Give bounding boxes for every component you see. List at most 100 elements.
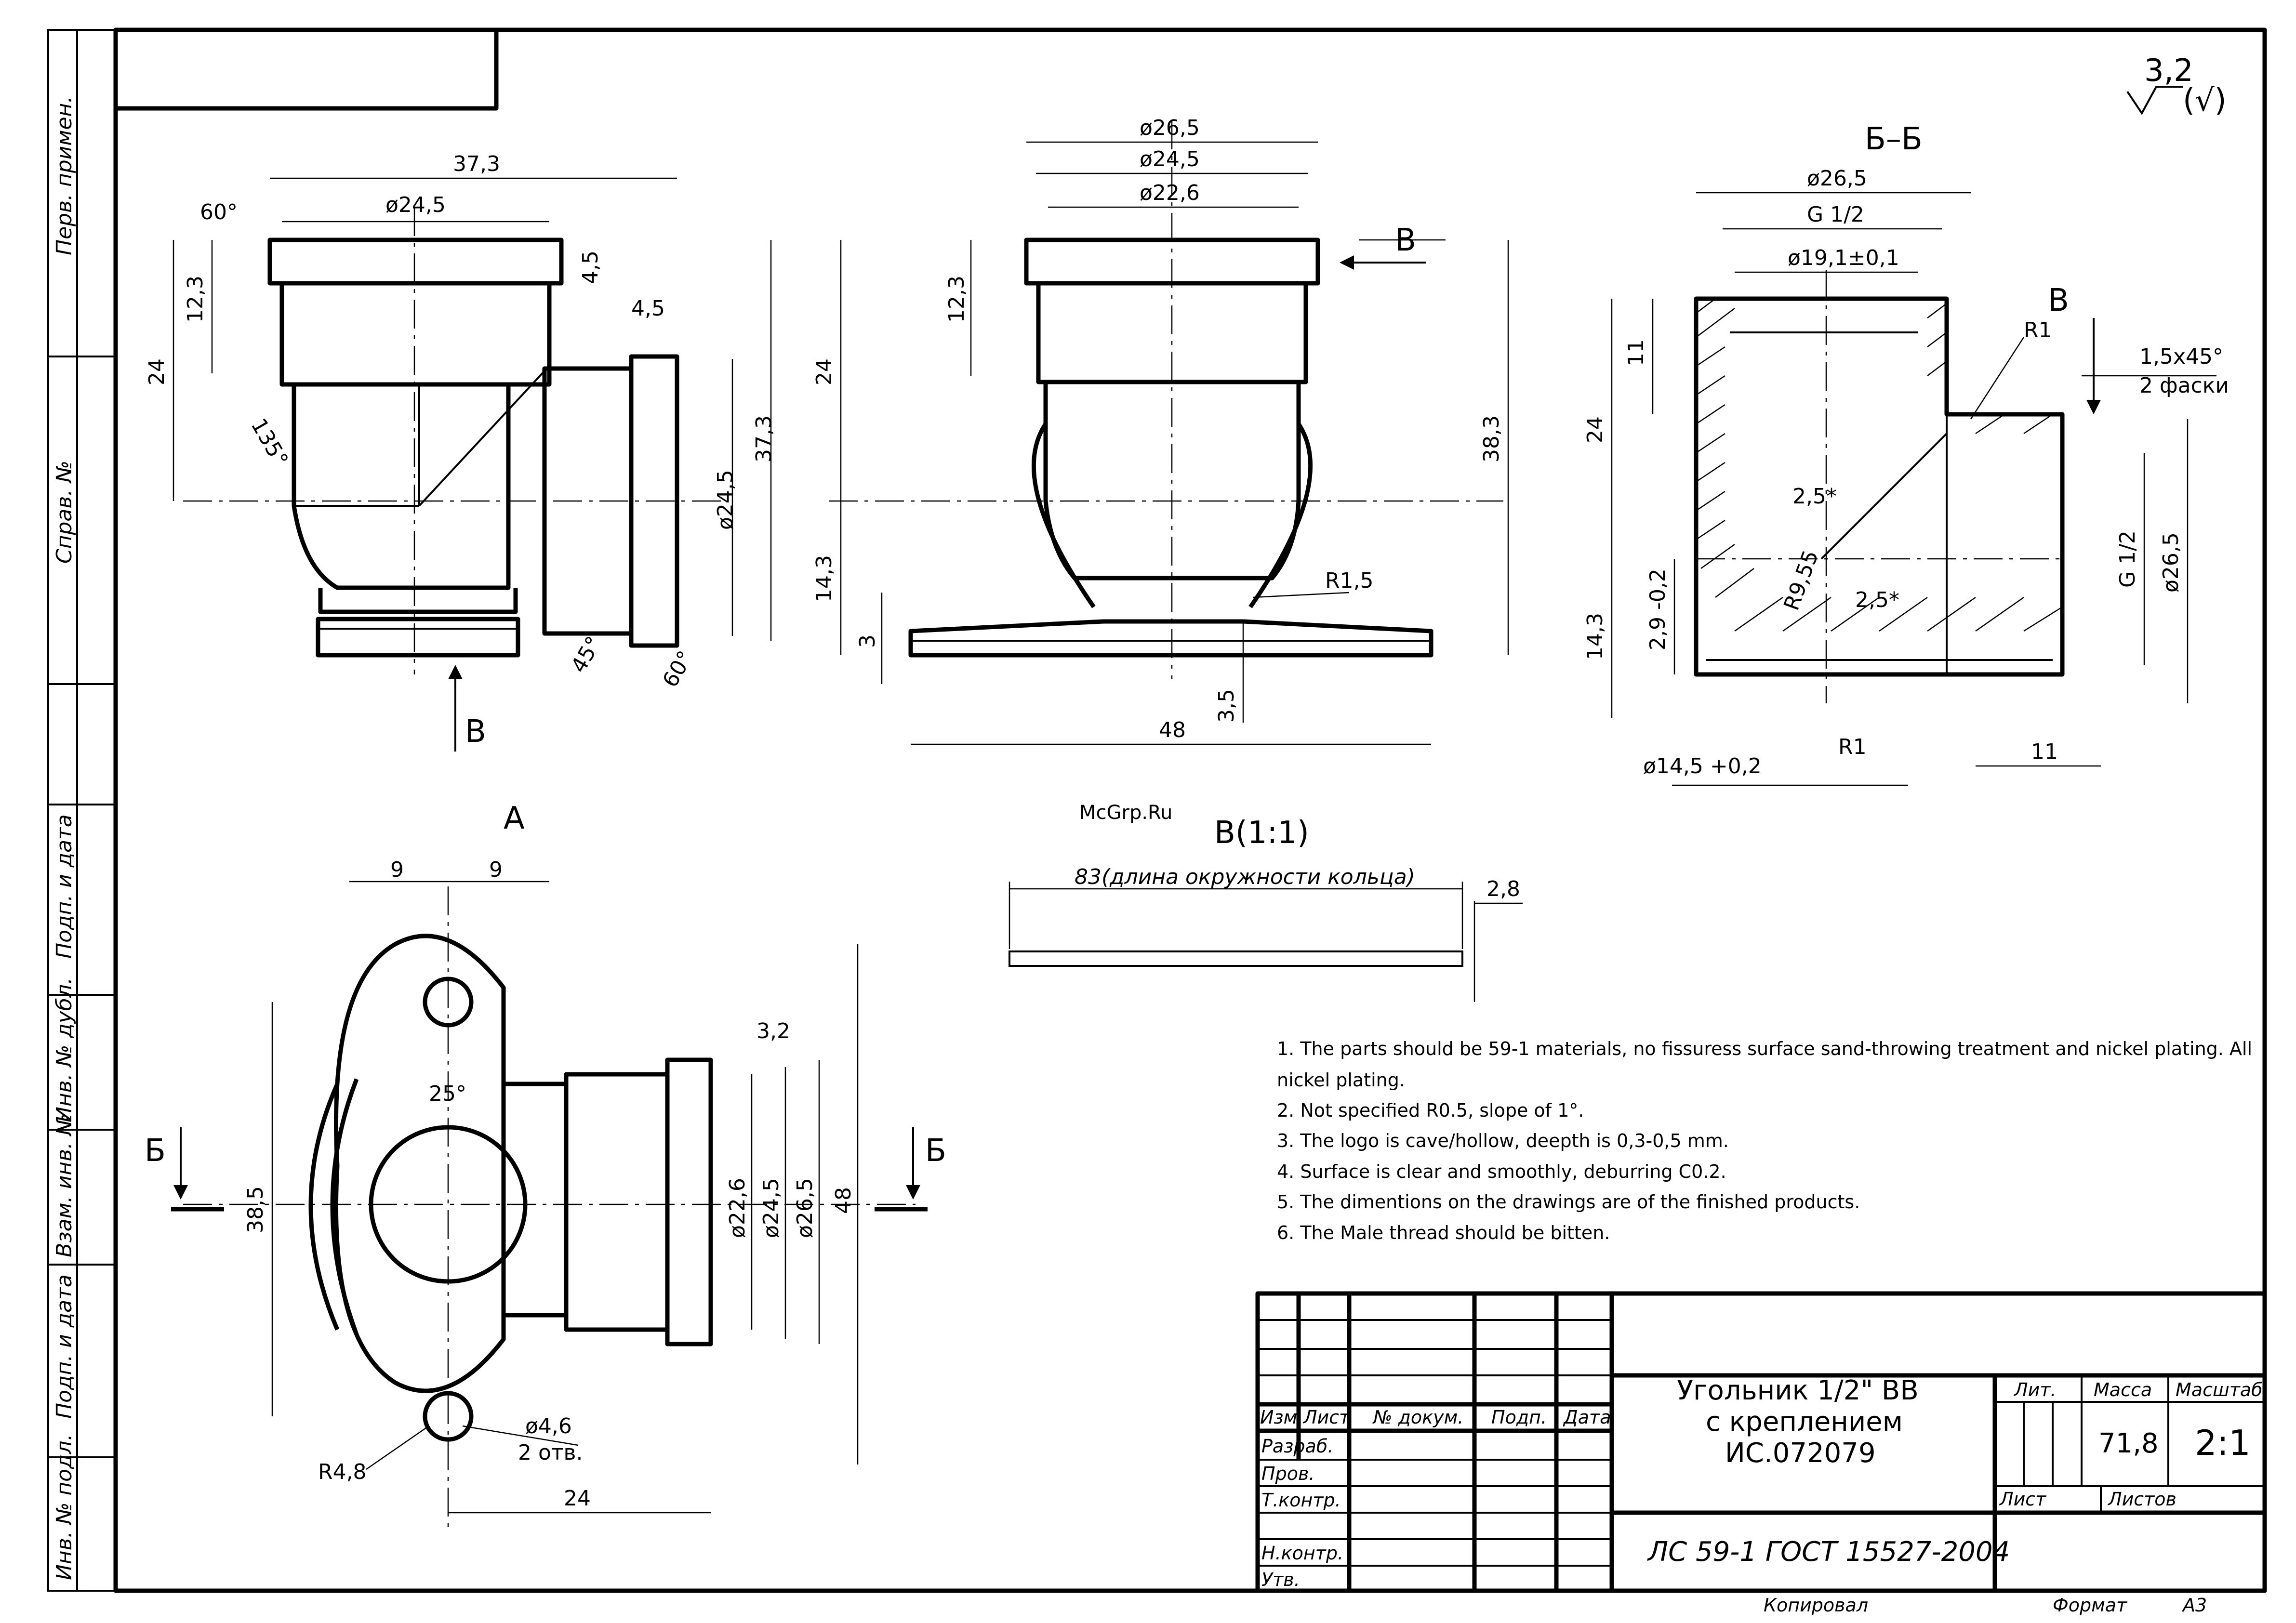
note-5: 5. The dimentions on the drawings are of…: [1277, 1191, 1860, 1213]
side-dim-6: 135°: [246, 414, 292, 471]
note-1: nickel plating.: [1277, 1069, 1405, 1091]
side-stamp-3: Инв. № дубл.: [52, 977, 77, 1122]
note-4: 4. Surface is clear and smoothly, deburr…: [1277, 1161, 1726, 1182]
side-stamp-0: Перв. примен.: [52, 96, 77, 255]
section-right-label: Б: [925, 1133, 946, 1169]
section-dim-15: ø14,5 +0,2: [1643, 754, 1762, 779]
material: ЛС 59-1 ГОСТ 15527-2004: [1647, 1536, 2010, 1568]
section-hatching: [1696, 298, 2063, 632]
col-header-0: Изм.: [1260, 1407, 1303, 1428]
sheet-label: Лист: [1999, 1489, 2047, 1510]
side-stamps: Перв. примен. Справ. № Подп. и дата Инв.…: [52, 96, 77, 1580]
section-dim-3: 11: [1624, 339, 1648, 366]
side-dim-10: 45°: [566, 632, 606, 677]
note-3: 3. The logo is cave/hollow, deepth is 0,…: [1277, 1130, 1729, 1151]
section-title: Б–Б: [1865, 121, 1923, 157]
title-line1: Угольник 1/2" ВВ: [1677, 1375, 1919, 1406]
front-dim-4: 24: [812, 358, 836, 385]
note-6: 6. The Male thread should be bitten.: [1277, 1222, 1610, 1243]
side-dim-0: 37,3: [453, 152, 500, 176]
section-dim-8: 2,5*: [1792, 484, 1837, 509]
format-label: Формат: [2053, 1595, 2128, 1616]
front-dim-8: R1,5: [1325, 568, 1374, 593]
section-dim-13: 14,3: [1583, 613, 1607, 660]
section-dim-2: ø19,1±0,1: [1788, 246, 1899, 270]
col-header-1: Лист: [1302, 1407, 1351, 1428]
top-dim-1: 9: [489, 858, 503, 882]
col-header-3: Подп.: [1491, 1407, 1547, 1428]
section-dim-0: ø26,5: [1807, 166, 1867, 191]
top-dim-4: 3,2: [756, 1019, 790, 1043]
top-view-title: А: [504, 801, 525, 836]
front-dim-7: 3: [855, 634, 880, 648]
section-dim-14: 2,9 -0,2: [1646, 568, 1670, 650]
watermark: McGrp.Ru: [1079, 802, 1172, 824]
top-dim-2: 25°: [429, 1082, 466, 1106]
front-dim-1: ø24,5: [1140, 147, 1200, 172]
front-dim-10: 48: [1159, 718, 1186, 742]
row-label-1: Пров.: [1261, 1463, 1314, 1484]
side-stamp-1: Справ. №: [52, 461, 77, 564]
front-dim-6: 14,3: [812, 555, 836, 602]
side-dim-1: 60°: [200, 200, 238, 224]
col-header-4: Дата: [1563, 1407, 1611, 1428]
front-view: ø26,5 ø24,5 ø22,6 12,3 24 38,3 14,3 3 R1…: [812, 116, 1509, 745]
side-stamp-6: Инв. № подл.: [52, 1434, 77, 1580]
notes: 1. The parts should be 59-1 materials, n…: [1277, 1038, 2252, 1243]
top-dim-8: 48: [831, 1187, 856, 1214]
section-dim-17: 11: [2031, 739, 2058, 764]
section-dim-7: 24: [1583, 416, 1607, 443]
top-dim-3: 38,5: [243, 1186, 268, 1233]
side-stamp-4: Взам. инв. №: [52, 1113, 77, 1257]
section-arrow-label: В: [2048, 283, 2069, 318]
section-view: Б–Б: [1583, 121, 2229, 786]
side-dim-9: ø24,5: [713, 470, 738, 530]
side-dim-5: 24: [145, 358, 169, 385]
section-dim-11: G 1/2: [2115, 530, 2140, 588]
top-dim-0: 9: [390, 858, 404, 882]
top-dim-9: ø4,6: [525, 1414, 572, 1438]
section-left-label: Б: [145, 1133, 166, 1169]
row-label-4: Утв.: [1261, 1569, 1300, 1590]
top-dim-5: ø22,6: [725, 1178, 750, 1238]
side-stamp-5: Подп. и дата: [52, 1274, 77, 1419]
format-value: А3: [2181, 1595, 2207, 1616]
front-dim-9: 3,5: [1214, 689, 1239, 723]
front-dim-5: 38,3: [1479, 415, 1504, 462]
front-dim-3: 12,3: [944, 276, 969, 323]
section-dim-12: ø26,5: [2159, 532, 2183, 593]
section-dim-5: 1,5x45°: [2139, 344, 2223, 369]
ring-view: В(1:1) 83(длина окружности кольца) 2,8: [1009, 815, 1523, 1002]
roughness-suffix: (√): [2183, 83, 2227, 119]
side-view: 37,3 60° ø24,5 4,5 12,3 24 135° 4,5 37,3…: [145, 152, 776, 752]
mass-label: Масса: [2094, 1379, 2152, 1400]
copied-label: Копировал: [1764, 1595, 1868, 1616]
title-block: Угольник 1/2" ВВ с креплением ИС.072079 …: [1255, 1291, 2267, 1616]
frame: [47, 27, 2267, 1593]
ring-thickness: 2,8: [1486, 877, 1520, 901]
title-line2: с креплением: [1706, 1406, 1903, 1438]
side-dim-4: 12,3: [183, 276, 208, 323]
front-arrow-label: В: [1395, 223, 1416, 258]
top-dim-12: 24: [564, 1486, 591, 1511]
roughness-mark: 3,2 (√): [2126, 53, 2227, 119]
section-dim-9: R9,55: [1779, 547, 1823, 614]
section-dim-16: R1: [1838, 735, 1867, 759]
section-dim-6: 2 фаски: [2139, 373, 2229, 398]
top-dim-11: R4,8: [318, 1460, 367, 1484]
side-arrow-label: В: [465, 714, 486, 750]
lit-label: Лит.: [2013, 1379, 2057, 1400]
side-dim-2: ø24,5: [385, 193, 446, 217]
section-dim-1: G 1/2: [1807, 202, 1864, 227]
side-dim-11: 60°: [658, 647, 698, 691]
top-view: А 9 9 25° 38,5 3,2 ø22,6 ø24,5 ø26,5 48 …: [145, 801, 946, 1527]
top-dim-7: ø26,5: [793, 1178, 817, 1238]
ring-title: В(1:1): [1214, 815, 1309, 851]
row-label-0: Разраб.: [1261, 1436, 1333, 1457]
side-dim-3: 4,5: [578, 251, 603, 284]
roughness-value: 3,2: [2144, 53, 2193, 89]
mass-value: 71,8: [2098, 1428, 2159, 1459]
scale-value: 2:1: [2195, 1423, 2251, 1463]
section-dim-4: R1: [2024, 318, 2052, 343]
